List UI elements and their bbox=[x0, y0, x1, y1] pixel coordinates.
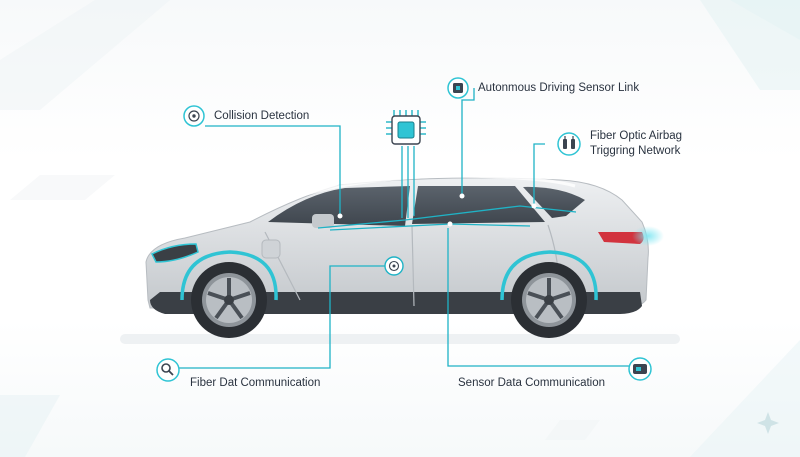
chip-icon bbox=[447, 77, 469, 99]
fiber-junction-dots bbox=[337, 193, 537, 227]
label-collision-detection: Collision Detection bbox=[214, 110, 310, 122]
processor-chip-icon bbox=[386, 110, 426, 145]
search-icon bbox=[156, 358, 180, 382]
rear-arch-glow bbox=[500, 250, 598, 301]
label-fiber-communication: Fiber Dat Communication bbox=[190, 377, 321, 389]
autonomous-leader bbox=[461, 88, 475, 196]
sparkle-icon bbox=[757, 412, 779, 434]
front-wheel bbox=[191, 262, 267, 338]
back-window bbox=[523, 186, 585, 218]
collision-leader bbox=[205, 125, 341, 216]
rear-wheel bbox=[511, 262, 587, 338]
target-icon bbox=[183, 105, 205, 127]
fiber-network bbox=[178, 88, 630, 369]
taillight-glow bbox=[632, 226, 664, 246]
mirror bbox=[312, 214, 334, 228]
fiber-comm-leader bbox=[178, 265, 386, 369]
label-airbag-line-2: Triggring Network bbox=[590, 145, 681, 157]
hub-drop-lines bbox=[401, 146, 415, 218]
ground-shadow bbox=[120, 334, 680, 344]
sensor-module-icon bbox=[628, 357, 652, 381]
label-sensor-communication: Sensor Data Communication bbox=[458, 377, 606, 389]
front-arch-glow bbox=[180, 250, 278, 301]
roof-fiber-line bbox=[317, 205, 577, 229]
headlight bbox=[150, 243, 199, 263]
front-window bbox=[268, 186, 410, 226]
fuel-cap bbox=[261, 239, 281, 259]
connector-icon bbox=[557, 132, 581, 156]
label-airbag-line-1: Fiber Optic Airbag bbox=[590, 130, 683, 142]
door-sensor-target-icon bbox=[384, 256, 404, 276]
roof-highlight bbox=[299, 174, 576, 198]
airbag-leader bbox=[533, 143, 545, 206]
sensor-comm-leader bbox=[447, 228, 630, 367]
label-autonomous-sensor-link: Autonmous Driving Sensor Link bbox=[478, 82, 640, 94]
